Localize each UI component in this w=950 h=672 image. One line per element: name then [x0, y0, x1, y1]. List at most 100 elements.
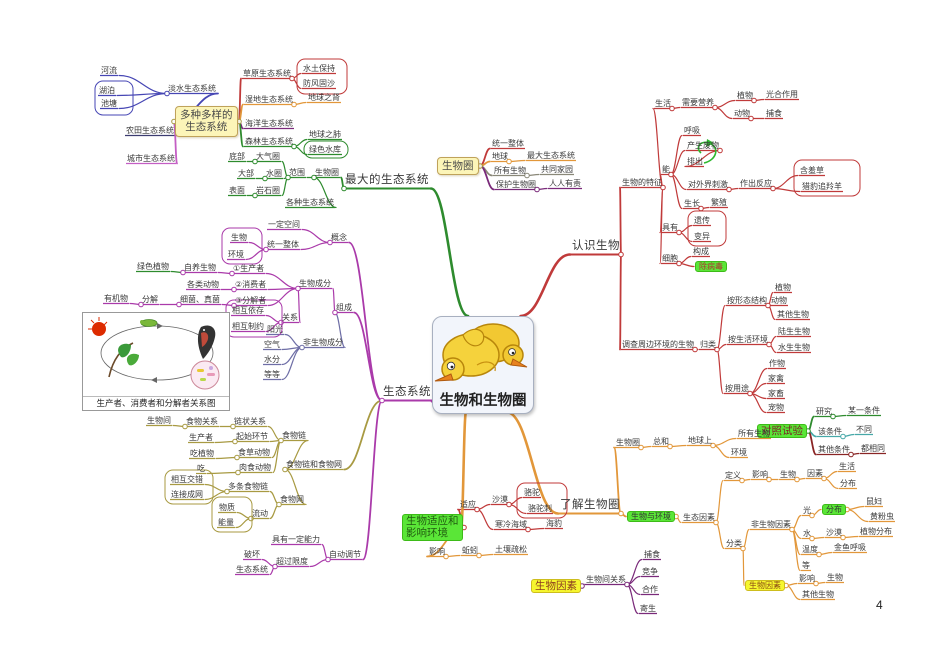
- mindmap-node-d31: 陆生生物: [778, 327, 810, 336]
- mindmap-node-a15: 绿色水库: [309, 145, 341, 154]
- mindmap-node-b5: 水圈: [266, 169, 282, 178]
- mindmap-node-a5: 农田生态系统: [126, 126, 174, 135]
- mindmap-node-d1: 生物的特征: [622, 178, 662, 187]
- mindmap-node-b9: 各种生态系统: [286, 198, 334, 207]
- mindmap-node-f13: 分布: [840, 479, 856, 488]
- mindmap-node-i32: 食草动物: [238, 448, 270, 457]
- mindmap-node-d8: 能: [662, 165, 670, 174]
- mindmap-node-d7: 捕食: [766, 109, 782, 118]
- relationship-diagram-art: [88, 317, 220, 390]
- mindmap-node-g3: 骆驼: [524, 488, 540, 497]
- mindmap-node-f6: 生物与环境: [627, 511, 675, 523]
- mindmap-node-g2: 沙漠: [492, 495, 508, 504]
- mindmap-node-e3: 该条件: [818, 427, 842, 436]
- mindmap-node-b3: 大气圈: [256, 152, 280, 161]
- mindmap-node-f1: 生物圈: [616, 438, 640, 447]
- mindmap-node-g8: 蚯蚓: [462, 546, 478, 555]
- mindmap-node-c4: 所有生物: [494, 166, 526, 175]
- mindmap-node-f10: 生物: [780, 470, 796, 479]
- mindmap-node-d4: 植物: [737, 91, 753, 100]
- mindmap-node-f28: 生物: [827, 573, 843, 582]
- mindmap-node-i36: 食物网: [280, 495, 304, 504]
- mindmap-node-d19: 遗传: [694, 216, 710, 225]
- mindmap-node-a1: 淡水生态系统: [168, 84, 216, 93]
- mindmap-node-d30: 按生活环境: [728, 335, 768, 344]
- mindmap-node-a6: 城市生态系统: [127, 154, 175, 163]
- mindmap-node-b2: 范围: [289, 168, 305, 177]
- page-number: 4: [876, 598, 883, 612]
- mindmap-node-i13: ③分解者: [235, 296, 267, 305]
- mindmap-node-f24: 金鱼呼吸: [834, 543, 866, 552]
- mindmap-node-b0: 最大的生态系统: [345, 174, 429, 186]
- mindmap-node-a0: 多种多样的 生态系统: [175, 106, 238, 137]
- mindmap-node-e4: 不同: [856, 425, 872, 434]
- mindmap-node-d3: 需要营养: [682, 98, 714, 107]
- mindmap-node-d18: 具有: [662, 223, 678, 232]
- mindmap-node-i1: 概念: [331, 233, 347, 242]
- mindmap-node-f15: 非生物因素: [751, 520, 791, 529]
- mindmap-node-i47: 生态系统: [236, 565, 268, 574]
- mindmap-node-f19: 黄粉虫: [870, 512, 894, 521]
- mindmap-node-d27: 植物: [775, 283, 791, 292]
- mindmap-node-g1: 适应: [460, 500, 476, 509]
- mindmap-node-d2: 生活: [655, 99, 671, 108]
- mindmap-node-d10: 产生废物: [687, 141, 719, 150]
- mindmap-node-f25: 等: [802, 561, 810, 570]
- mindmap-node-i11: ②消费者: [235, 280, 267, 289]
- mindmap-node-a4: 池塘: [101, 99, 117, 108]
- mindmap-node-f29: 其他生物: [802, 590, 834, 599]
- mindmap-node-d28: 动物: [771, 296, 787, 305]
- mindmap-node-h0: 生物因素: [531, 579, 581, 594]
- mindmap-node-a3: 湖泊: [99, 86, 115, 95]
- mindmap-node-f20: 水: [803, 529, 811, 538]
- mindmap-node-i6: 组成: [336, 303, 352, 312]
- mindmap-node-g4: 骆驼刺: [528, 504, 552, 513]
- mindmap-node-f26: 生物因素: [745, 580, 785, 592]
- mindmap-node-i43: 自动调节: [329, 550, 361, 559]
- mindmap-node-d32: 水生生物: [778, 343, 810, 352]
- mindmap-node-d17: 繁殖: [711, 198, 727, 207]
- mindmap-node-i38: 相互交错: [171, 475, 203, 484]
- mindmap-node-i31: 生产者: [189, 433, 213, 442]
- mindmap-node-f18: 鼠妇: [866, 497, 882, 506]
- mindmap-node-i18: 相互依存: [232, 306, 264, 315]
- mindmap-node-i25: 食物链和食物网: [286, 460, 342, 469]
- mindmap-node-d36: 家畜: [768, 389, 784, 398]
- mindmap-node-i26: 食物链: [282, 431, 306, 440]
- mindmap-node-b1: 生物圈: [315, 168, 339, 177]
- mindmap-node-d29: 其他生物: [777, 310, 809, 319]
- mindmap-node-i15: 分解: [142, 295, 158, 304]
- mindmap-node-b4: 底部: [229, 152, 245, 161]
- mindmap-node-d34: 作物: [769, 359, 785, 368]
- mindmap-node-h3: 竞争: [642, 567, 658, 576]
- mindmap-node-i33: 吃植物: [190, 449, 214, 458]
- mindmap-node-i27: 链状关系: [234, 417, 266, 426]
- mindmap-node-e2: 某一条件: [848, 406, 880, 415]
- mindmap-node-b8: 表面: [229, 186, 245, 195]
- mindmap-node-g6: 海豹: [546, 519, 562, 528]
- mindmap-node-i30: 起始环节: [236, 432, 268, 441]
- duck-illustration: [434, 323, 528, 382]
- mindmap-node-i8: ①生产者: [233, 264, 265, 273]
- mindmap-node-e1: 研究: [816, 407, 832, 416]
- mindmap-node-i42: 能量: [218, 518, 234, 527]
- central-topic: 生物和生物圈: [432, 316, 534, 414]
- mindmap-node-d23: 除病毒: [695, 261, 727, 273]
- mindmap-node-i19: 相互制约: [232, 322, 264, 331]
- mindmap-node-d35: 家禽: [768, 374, 784, 383]
- mindmap-node-f27: 影响: [799, 574, 815, 583]
- mindmap-node-a2: 河流: [101, 66, 117, 75]
- mindmap-node-e6: 都相同: [861, 444, 885, 453]
- mindmap-node-h2: 捕食: [644, 550, 660, 559]
- mindmap-node-i3: 统一整体: [267, 240, 299, 249]
- mindmap-node-a14: 地球之肺: [309, 130, 341, 139]
- mindmap-node-i46: 破坏: [244, 550, 260, 559]
- mindmap-node-i34: 肉食动物: [239, 463, 271, 472]
- mindmap-node-i40: 流动: [252, 509, 268, 518]
- mindmap-node-i41: 物质: [219, 503, 235, 512]
- mindmap-node-f9: 影响: [752, 470, 768, 479]
- mindmap-node-e0: 对照试验: [757, 424, 807, 439]
- mindmap-node-d5: 光合作用: [766, 90, 798, 99]
- mindmap-node-a7: 草原生态系统: [243, 69, 291, 78]
